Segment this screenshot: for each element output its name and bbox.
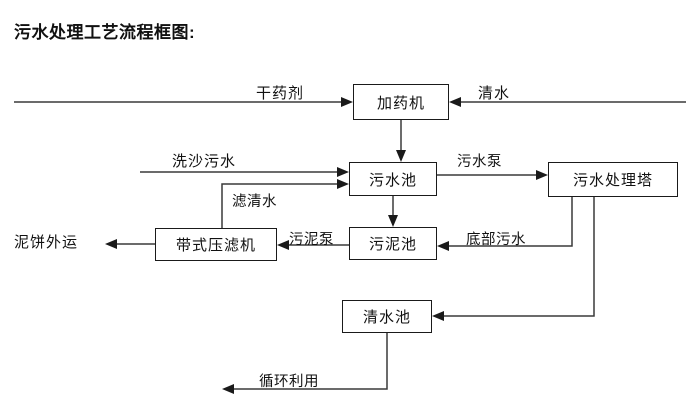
arrowhead-clean-water <box>449 97 461 107</box>
edge-label-sludge-pump: 污泥泵 <box>289 232 334 248</box>
edge-label-filtered-clear-water: 滤清水 <box>232 194 277 210</box>
node-treatment-tower[interactable]: 污水处理塔 <box>548 162 678 197</box>
edge-bottom-wastewater-to-sludge-pool <box>445 197 573 247</box>
node-label: 污泥池 <box>368 236 417 253</box>
terminal-label-clean-water-in: 清水 <box>478 85 511 102</box>
edge-label-bottom-wastewater: 底部污水 <box>466 232 526 248</box>
arrowhead-dry-chemical <box>341 97 353 107</box>
edge-tower-to-clean-water-pool <box>440 197 595 317</box>
terminal-label-mud-cake-transport: 泥饼外运 <box>14 234 79 251</box>
arrowhead-mudcake <box>105 239 117 249</box>
arrowhead-filtrate <box>337 179 349 189</box>
node-label: 加药机 <box>376 94 425 112</box>
arrowhead-bottom-wastewater <box>437 241 449 251</box>
terminal-label-dry-chemical: 干药剂 <box>256 85 305 102</box>
edge-label-wastewater-pump: 污水泵 <box>457 154 502 170</box>
arrowhead-wastewater-pump <box>536 170 548 180</box>
node-label: 带式压滤机 <box>175 237 256 254</box>
node-sludge-pool[interactable]: 污泥池 <box>349 227 437 260</box>
node-dosing-machine[interactable]: 加药机 <box>353 84 449 120</box>
node-clean-water-pool[interactable]: 清水池 <box>342 300 432 333</box>
edge-label-recycle-reuse: 循环利用 <box>259 374 319 390</box>
page-title: 污水处理工艺流程框图: <box>14 23 196 42</box>
arrowhead-sandwash <box>337 167 349 177</box>
arrowhead-sludge-pump <box>277 240 289 250</box>
terminal-label-sand-wash-water: 洗沙污水 <box>172 153 237 170</box>
node-label: 污水处理塔 <box>572 172 653 189</box>
arrowhead-recycle <box>222 384 234 394</box>
arrowhead-dosing-down <box>396 150 406 162</box>
edge-clean-water-pool-recycle <box>230 333 388 390</box>
node-belt-filter-press[interactable]: 带式压滤机 <box>155 228 277 261</box>
node-label: 清水池 <box>362 309 411 326</box>
arrowhead-to-sludge-pool <box>388 215 398 227</box>
node-label: 污水池 <box>368 171 417 189</box>
arrowhead-to-clean-water-pool <box>432 311 444 321</box>
edge-filtrate-to-wastewater-pool <box>221 183 341 228</box>
node-wastewater-pool[interactable]: 污水池 <box>349 162 437 196</box>
